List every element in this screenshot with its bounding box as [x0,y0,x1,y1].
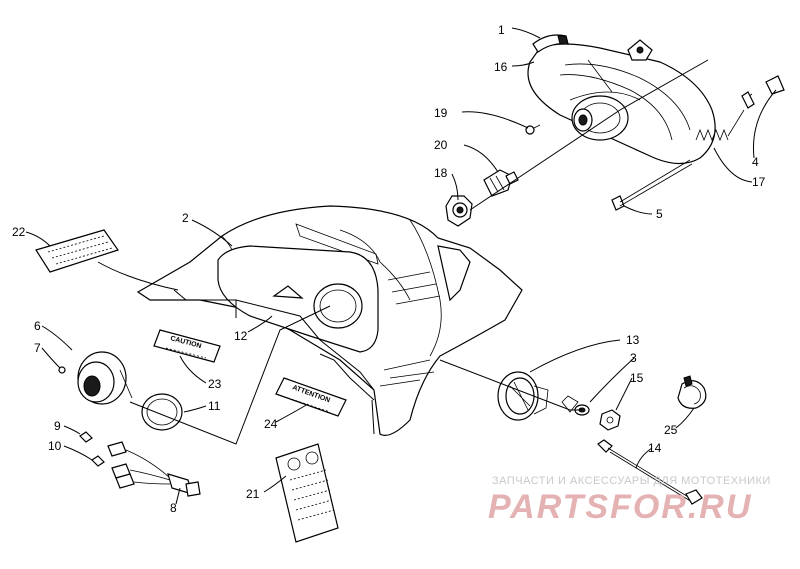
callout-18[interactable]: 18 [434,166,448,180]
gauge-ring [141,393,183,431]
headlight-housing [527,43,716,165]
callout-16[interactable]: 16 [494,60,508,74]
gauge-opening [313,283,363,329]
callout-1[interactable]: 1 [498,23,505,37]
decal-caution[interactable]: CAUTION [153,329,221,363]
headlight-bracket [627,39,653,61]
callout-4[interactable]: 4 [752,155,759,169]
callout-11[interactable]: 11 [208,399,221,413]
decal-attention[interactable]: ATTENTION [275,377,347,417]
tach-bracket [561,395,579,413]
watermark-tagline: ЗАПЧАСТИ И АКСЕССУАРЫ ДЛЯ МОТОТЕХНИКИ [492,475,771,487]
nut [599,409,621,431]
speedometer-cable [597,439,703,505]
callout-22[interactable]: 22 [12,225,26,239]
wiring-harness [79,431,201,497]
callout-10[interactable]: 10 [48,439,62,453]
callout-9[interactable]: 9 [54,419,61,433]
callout-20[interactable]: 20 [434,138,448,152]
adjuster-clip [741,75,785,109]
callout-3[interactable]: 3 [630,351,637,365]
callout-5[interactable]: 5 [656,207,663,221]
callout-14[interactable]: 14 [648,441,662,455]
decal-warning-22 [35,229,119,273]
bulb [483,169,519,197]
mount-lines [173,289,375,435]
gauge-screw [58,366,66,374]
assembly-axis [469,59,709,211]
callout-7[interactable]: 7 [34,341,41,355]
tachometer [497,371,549,421]
callout-17[interactable]: 17 [752,175,766,189]
hose-clamp [677,375,707,409]
bulb-socket [573,108,593,132]
callout-21[interactable]: 21 [246,487,260,501]
callout-6[interactable]: 6 [34,319,41,333]
gauge-axis [129,305,331,445]
callout-15[interactable]: 15 [630,371,644,385]
callout-25[interactable]: 25 [664,423,678,437]
callout-23[interactable]: 23 [208,377,222,391]
adjusting-screw [611,159,693,211]
tach-axis [439,359,582,411]
watermark: ЗАПЧАСТИ И АКСЕССУАРЫ ДЛЯ МОТОТЕХНИКИ PA… [488,475,771,526]
socket-nut [445,195,473,227]
callout-19[interactable]: 19 [434,106,448,120]
callout-13[interactable]: 13 [626,333,640,347]
callout-2[interactable]: 2 [182,211,189,225]
small-screw [525,124,541,135]
decal-21 [275,443,339,543]
leader-lines [25,27,777,505]
callout-24[interactable]: 24 [264,417,278,431]
speedometer [77,351,133,405]
headlight-clip [532,34,569,53]
callout-12[interactable]: 12 [234,329,248,343]
callout-labels: 1 16 19 20 18 4 17 5 22 2 12 6 7 23 11 9… [12,23,766,515]
callout-8[interactable]: 8 [170,501,177,515]
watermark-brand: PARTSFOR.RU [488,488,752,526]
spring [695,109,745,142]
